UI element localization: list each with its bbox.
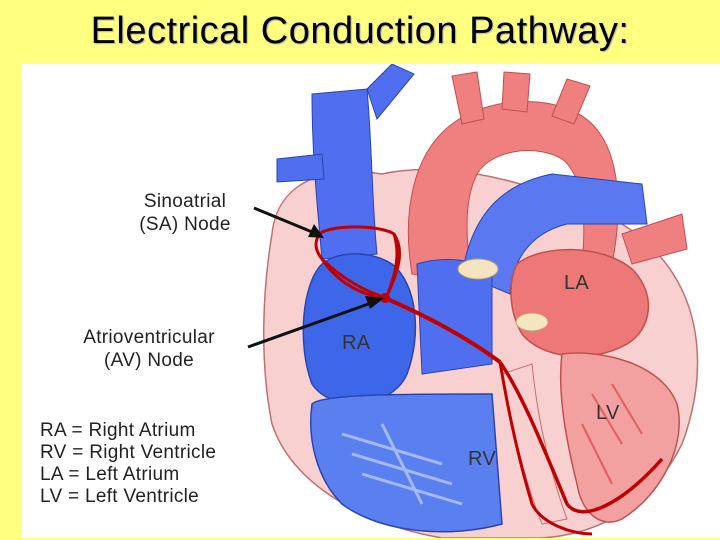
abbreviation-legend: RA = Right Atrium RV = Right Ventricle L… — [40, 420, 216, 508]
legend-item-ra: RA = Right Atrium — [40, 420, 196, 441]
left-atrium-shape — [510, 248, 649, 358]
ra-label: RA — [342, 332, 371, 354]
right-atrium-shape — [302, 253, 417, 405]
lv-trabeculae — [581, 383, 643, 485]
bundle-of-his — [384, 296, 502, 364]
vein-branch-top — [366, 64, 415, 121]
la-label: LA — [564, 272, 590, 294]
aortic-branch-1 — [451, 71, 485, 125]
av-pointer-head — [365, 296, 384, 309]
pulmonary-valve — [457, 258, 499, 280]
av-node-label-line1: Atrioventricular — [83, 327, 215, 348]
sa-node-label: Sinoatrial (SA) Node — [110, 190, 260, 236]
pulmonary-vein — [621, 213, 688, 265]
aorta — [407, 101, 619, 285]
slide-title: Electrical Conduction Pathway: — [90, 10, 630, 52]
heart-illustration — [247, 64, 699, 538]
av-pointer-line — [247, 300, 375, 349]
av-node-label: Atrioventricular (AV) Node — [44, 326, 254, 372]
rv-trabeculae — [341, 423, 463, 506]
left-bundle-branch — [498, 361, 664, 514]
right-ventricle-shape — [310, 393, 503, 533]
legend-item-rv: RV = Right Ventricle — [40, 442, 217, 463]
av-node-label-line2: (AV) Node — [104, 350, 194, 371]
superior-vena-cava — [311, 88, 378, 260]
left-ventricle-shape — [559, 352, 680, 523]
legend-item-la: LA = Left Atrium — [40, 464, 180, 485]
conduction-internodal — [320, 233, 399, 299]
sa-node-label-line2: (SA) Node — [139, 214, 231, 235]
sa-pointer-head — [308, 224, 324, 238]
rv-label: RV — [468, 448, 497, 470]
legend-item-lv: LV = Left Ventricle — [40, 486, 200, 507]
vein-branch — [276, 153, 325, 183]
aortic-branch-3 — [551, 78, 591, 125]
right-bundle-branch — [498, 361, 593, 536]
sa-node-label-line1: Sinoatrial — [143, 191, 227, 212]
mitral-valve — [515, 312, 549, 332]
aortic-branch-2 — [501, 71, 531, 113]
heart-diagram: Sinoatrial (SA) Node Atrioventricular (A… — [22, 64, 720, 538]
lv-label: LV — [596, 402, 620, 424]
sa-pointer-line — [253, 206, 318, 236]
